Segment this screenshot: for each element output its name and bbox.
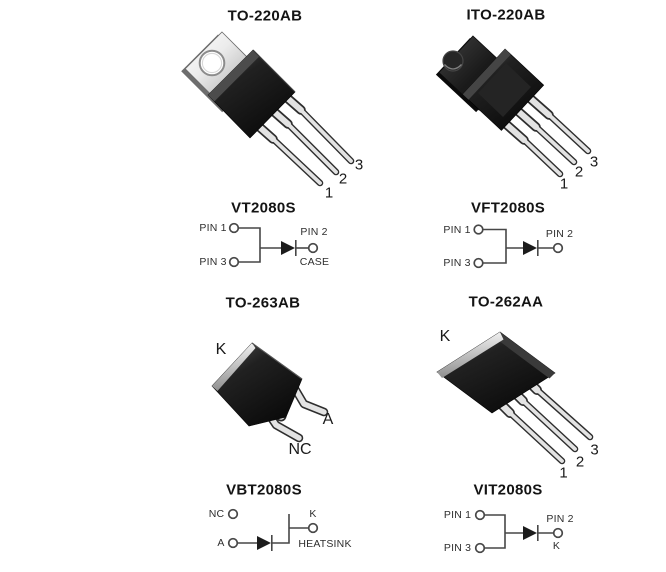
package-title-to263ab: TO-263AB [225, 294, 301, 311]
mounting-hole-highlight [444, 64, 462, 70]
vit-pin3-label: PIN 3 [443, 541, 472, 554]
to263ab-nc-label: NC [288, 440, 312, 458]
pin1-terminal [474, 509, 486, 521]
to220ab-pin-number-1: 1 [324, 184, 334, 202]
nc-terminal [227, 508, 239, 520]
mounting-hole [442, 50, 464, 72]
vit-pin1-label: PIN 1 [443, 508, 472, 521]
to262aa-package-illustration [436, 331, 594, 465]
pin-2-lead [519, 397, 577, 451]
vft2080s-schematic [473, 224, 564, 269]
vt-case-label: CASE [299, 255, 330, 268]
cathode-terminal [307, 522, 319, 534]
package-body-edge [252, 49, 296, 93]
package-body-bevel [208, 50, 260, 102]
vit-pin2-label: PIN 2 [546, 512, 574, 525]
to220ab-package [181, 31, 355, 187]
schematic-wire [482, 228, 507, 264]
pin-2-lead [284, 120, 338, 174]
vbt-anode-label: A [217, 536, 225, 549]
mounting-hole [198, 49, 226, 77]
vbt-cathode-label: K [309, 507, 317, 520]
vbt-nc-label: NC [208, 507, 225, 520]
part-title-vt2080s: VT2080S [231, 199, 296, 217]
package-title-to262aa: TO-262AA [468, 293, 544, 311]
to220ab-pin-number-3: 3 [354, 156, 364, 174]
to263ab-package [211, 342, 329, 443]
ito220ab-package [435, 35, 592, 178]
pin-3-lead [297, 106, 353, 163]
pin-1-lead [506, 409, 564, 463]
ito220ab-package-illustration [435, 35, 592, 178]
vt2080s-schematic [228, 222, 319, 268]
part-title-vbt2080s: VBT2080S [226, 481, 302, 499]
pin-1-lead [520, 136, 562, 176]
diode-anode-triangle [257, 536, 271, 550]
tab-edge-highlight [212, 343, 256, 391]
vit-cathode-label: K [552, 539, 561, 552]
vt-pin3-label: PIN 3 [199, 255, 227, 268]
vt-pin1-label: PIN 1 [199, 221, 227, 234]
schematic-wire [238, 227, 261, 263]
package-title-ito220ab: ITO-220AB [466, 6, 546, 24]
package-body-bevel [462, 49, 511, 100]
to220ab-package-illustration [181, 31, 355, 187]
to262aa-cathode-label: K [439, 328, 451, 345]
vft-pin1-label: PIN 1 [443, 223, 471, 236]
part-title-vit2080s: VIT2080S [473, 481, 543, 499]
package-body-panel [478, 63, 531, 117]
part-title-vft2080s: VFT2080S [470, 199, 546, 217]
pin1-terminal [473, 224, 484, 235]
vbt-heatsink-label: HEATSINK [298, 537, 352, 550]
pin3-terminal [228, 256, 240, 268]
ito220ab-pin-number-1: 1 [559, 175, 569, 193]
to262aa-pin-number-1: 1 [559, 464, 568, 482]
pin-3-lead [533, 386, 592, 439]
schematic-wire [484, 514, 506, 549]
pin2-terminal [307, 242, 319, 254]
diode-anode-triangle [281, 241, 295, 255]
tab-edge-highlight [437, 332, 504, 378]
mounting-hole-rim [201, 52, 223, 74]
pin2-terminal [552, 242, 564, 254]
to220ab-pin-number-2: 2 [338, 170, 348, 188]
to263ab-anode-label: A [322, 411, 334, 428]
pin2-terminal [552, 527, 564, 539]
to263ab-cathode-label: K [215, 341, 227, 358]
vt-pin2-label: PIN 2 [300, 225, 328, 238]
ito220ab-pin-number-3: 3 [589, 153, 599, 171]
to263ab-package-illustration [211, 342, 329, 443]
package-title-to220ab: TO-220AB [227, 7, 303, 24]
vft-pin3-label: PIN 3 [443, 256, 471, 269]
package-top-face [494, 332, 555, 379]
anode-terminal [227, 537, 239, 549]
to262aa-package [436, 331, 594, 465]
pin-3-lead [545, 111, 590, 153]
pin3-terminal [473, 257, 484, 269]
ito220ab-pin-number-2: 2 [574, 163, 584, 181]
pin3-terminal [474, 542, 486, 554]
heatsink-stub-wire [271, 514, 290, 544]
pin-1-lead [269, 135, 322, 185]
pin-2-lead [532, 123, 576, 164]
vft-pin2-label: PIN 2 [545, 227, 574, 240]
pin1-terminal [228, 222, 240, 234]
to262aa-pin-number-2: 2 [575, 453, 585, 470]
diode-anode-triangle [523, 241, 537, 255]
package-top-edge [251, 342, 303, 380]
vit2080s-schematic [474, 509, 564, 554]
to262aa-pin-number-3: 3 [590, 441, 599, 459]
vbt2080s-schematic [227, 508, 319, 551]
diode-anode-triangle [523, 526, 537, 540]
